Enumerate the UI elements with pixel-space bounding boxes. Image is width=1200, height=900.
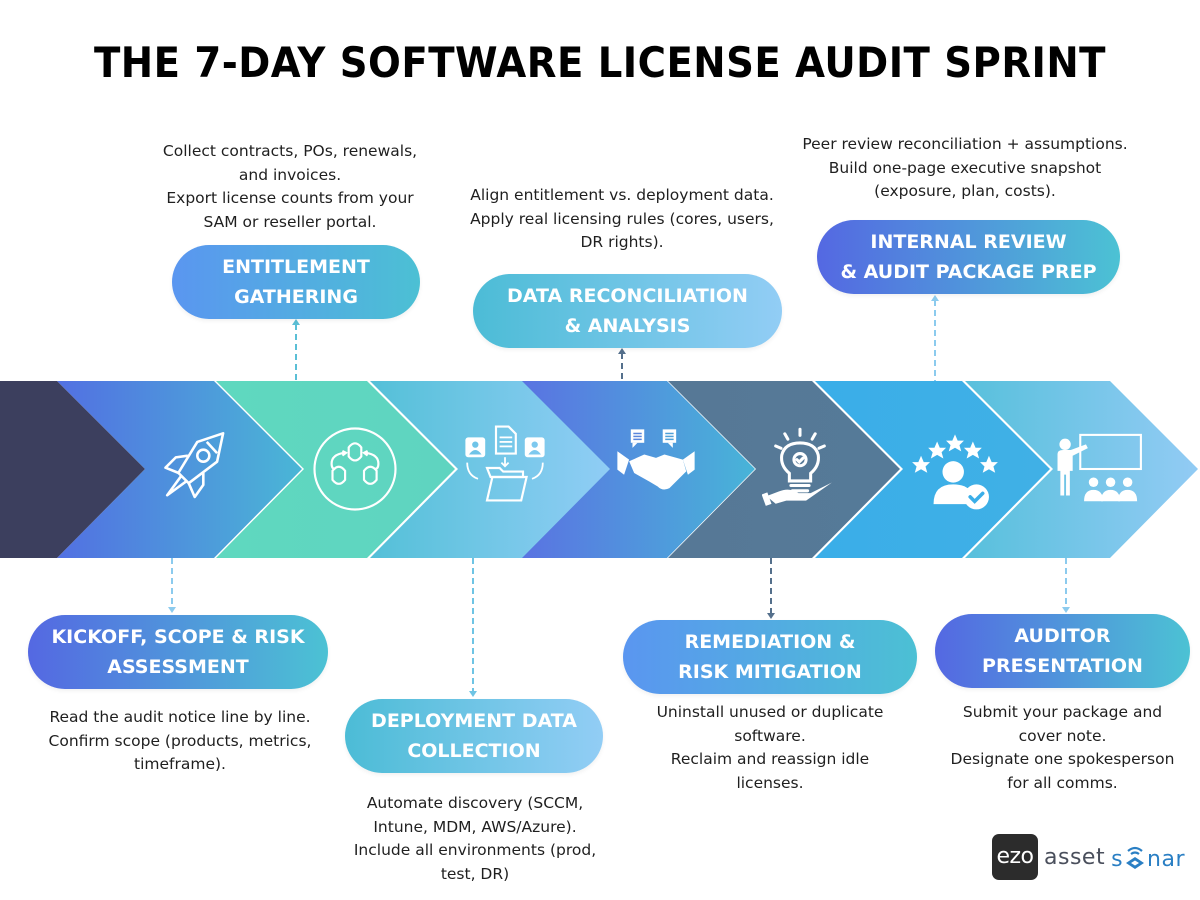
connector-reconciliation bbox=[616, 347, 628, 381]
step-4-description: Align entitlement vs. deployment data. A… bbox=[470, 186, 774, 251]
step-3-title-line-1: DEPLOYMENT DATA bbox=[371, 710, 577, 732]
step-7-description: Submit your package and cover note. Desi… bbox=[950, 703, 1175, 792]
step-6-title-line-2: & AUDIT PACKAGE PREP bbox=[840, 261, 1097, 283]
step-7-title-line-2: PRESENTATION bbox=[982, 655, 1143, 677]
step-1-title-line-2: ASSESSMENT bbox=[107, 656, 249, 678]
step-5-title-pill: REMEDIATION & RISK MITIGATION bbox=[623, 620, 917, 694]
step-3-title-pill: DEPLOYMENT DATA COLLECTION bbox=[345, 699, 603, 773]
step-6-title-pill: INTERNAL REVIEW & AUDIT PACKAGE PREP bbox=[817, 220, 1120, 294]
handshake-icon bbox=[614, 426, 698, 510]
lightbulb-hand-icon bbox=[762, 426, 838, 510]
presenter-audience-icon bbox=[1055, 433, 1151, 505]
step-2-title-line-2: GATHERING bbox=[234, 286, 358, 308]
step-4-title-line-1: DATA RECONCILIATION bbox=[507, 285, 748, 307]
files-to-folder-icon bbox=[460, 423, 550, 513]
logo-word-sonar: s nar bbox=[1111, 842, 1185, 872]
step-2-title-pill: ENTITLEMENT GATHERING bbox=[172, 245, 420, 319]
step-6-title-line-1: INTERNAL REVIEW bbox=[870, 231, 1067, 253]
connector-kickoff bbox=[166, 558, 178, 614]
timeline-chevron-band bbox=[0, 381, 1200, 558]
logo-sonar-prefix: s bbox=[1111, 847, 1124, 872]
chevron-step-3 bbox=[370, 381, 610, 558]
logo-ezo-box: ezo bbox=[992, 834, 1038, 880]
rating-user-check-icon bbox=[910, 429, 1000, 513]
step-2-title-line-1: ENTITLEMENT bbox=[222, 256, 370, 278]
step-2-description: Collect contracts, POs, renewals, and in… bbox=[162, 142, 418, 231]
step-1-title-line-1: KICKOFF, SCOPE & RISK bbox=[51, 626, 305, 648]
step-3-title-line-2: COLLECTION bbox=[407, 740, 541, 762]
sonar-signal-icon bbox=[1124, 842, 1146, 872]
logo-sonar-suffix: nar bbox=[1147, 847, 1186, 872]
step-7-title-line-1: AUDITOR bbox=[1014, 625, 1111, 647]
connector-remediation bbox=[765, 558, 777, 620]
step-1-description: Read the audit notice line by line. Conf… bbox=[48, 708, 312, 773]
step-4-title-line-2: & ANALYSIS bbox=[564, 315, 691, 337]
step-5-title-line-1: REMEDIATION & bbox=[684, 631, 856, 653]
step-5-title-line-2: RISK MITIGATION bbox=[678, 661, 862, 683]
step-7-title-pill: AUDITOR PRESENTATION bbox=[935, 614, 1190, 688]
step-6-description: Peer review reconciliation + assumptions… bbox=[802, 135, 1128, 200]
step-5-description: Uninstall unused or duplicate software. … bbox=[656, 703, 884, 792]
team-collaboration-icon bbox=[310, 424, 400, 514]
ezo-assetsonar-logo: ezo asset s nar bbox=[992, 834, 1185, 880]
connector-entitlement bbox=[290, 318, 302, 381]
step-3-description: Automate discovery (SCCM, Intune, MDM, A… bbox=[353, 794, 597, 883]
page-title: THE 7-DAY SOFTWARE LICENSE AUDIT SPRINT bbox=[93, 38, 1107, 87]
rocket-icon bbox=[150, 423, 236, 509]
chevron-step-2 bbox=[216, 381, 455, 558]
chevron-start bbox=[0, 381, 145, 558]
connector-presentation bbox=[1060, 558, 1072, 614]
chevron-step-6 bbox=[815, 381, 1050, 558]
logo-word-asset: asset bbox=[1044, 844, 1106, 870]
step-4-title-pill: DATA RECONCILIATION & ANALYSIS bbox=[473, 274, 782, 348]
connector-internal-review bbox=[929, 294, 941, 381]
step-1-title-pill: KICKOFF, SCOPE & RISK ASSESSMENT bbox=[28, 615, 328, 689]
connector-deployment bbox=[467, 558, 479, 698]
